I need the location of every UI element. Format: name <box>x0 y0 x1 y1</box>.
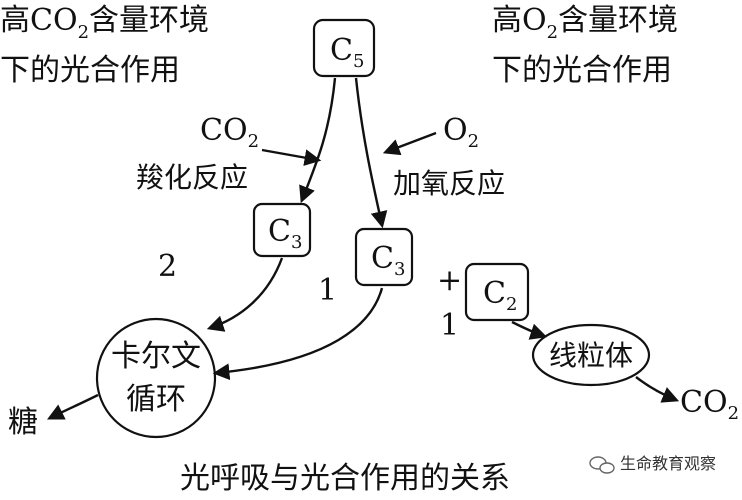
svg-text:C5: C5 <box>330 33 364 72</box>
watermark: 生命教育观察 <box>589 454 716 474</box>
right-heading-line2: 下的光合作用 <box>492 53 672 88</box>
right-heading: 高O2含量环境 下的光合作用 <box>492 3 678 88</box>
c3-right-node: C3 <box>354 227 414 287</box>
wechat-icon <box>589 456 615 474</box>
coefficient-1-left-label: 1 <box>318 273 337 308</box>
c5-node: C5 <box>312 18 376 78</box>
arrow-c5-to-c3-left <box>299 77 337 204</box>
arrow-calvin-to-sugar <box>46 393 99 420</box>
co2-input-label: CO2 <box>200 113 259 152</box>
sugar-label: 糖 <box>8 405 38 440</box>
calvin-cycle-node: 卡尔文 循环 <box>95 317 217 439</box>
c2-node: C2 <box>464 262 530 322</box>
o2-input-label: O2 <box>443 113 479 152</box>
arrow-c3-right-to-calvin <box>212 287 384 381</box>
left-heading: 高CO2含量环境 下的光合作用 <box>0 3 209 88</box>
svg-text:循环: 循环 <box>126 382 186 417</box>
watermark-text: 生命教育观察 <box>620 454 716 473</box>
svg-text:线粒体: 线粒体 <box>549 339 633 372</box>
arrow-o2-in <box>382 131 437 156</box>
svg-text:卡尔文: 卡尔文 <box>111 339 201 374</box>
oxygenation-label: 加氧反应 <box>393 167 505 200</box>
co2-output-label: CO2 <box>680 385 739 424</box>
arrow-c5-to-c3-right <box>354 77 388 229</box>
svg-text:C3: C3 <box>371 241 405 280</box>
arrow-co2-in <box>261 148 322 166</box>
left-heading-line2: 下的光合作用 <box>0 53 180 88</box>
figure-caption: 光呼吸与光合作用的关系 <box>180 461 510 496</box>
right-heading-line1: 高O2含量环境 <box>492 3 678 43</box>
arrow-c2-to-mito <box>511 320 548 340</box>
left-heading-line1: 高CO2含量环境 <box>0 3 209 43</box>
mitochondria-node: 线粒体 <box>531 323 651 387</box>
arrow-mito-to-co2 <box>635 376 680 403</box>
coefficient-2-label: 2 <box>158 249 177 284</box>
plus-sign: + <box>437 263 462 298</box>
carboxylation-label: 羧化反应 <box>136 161 248 194</box>
svg-text:C3: C3 <box>268 214 302 253</box>
svg-text:C2: C2 <box>483 276 517 315</box>
coefficient-1-right-label: 1 <box>440 308 459 343</box>
arrow-c3-left-to-calvin <box>206 257 284 332</box>
c3-left-node: C3 <box>252 202 312 258</box>
